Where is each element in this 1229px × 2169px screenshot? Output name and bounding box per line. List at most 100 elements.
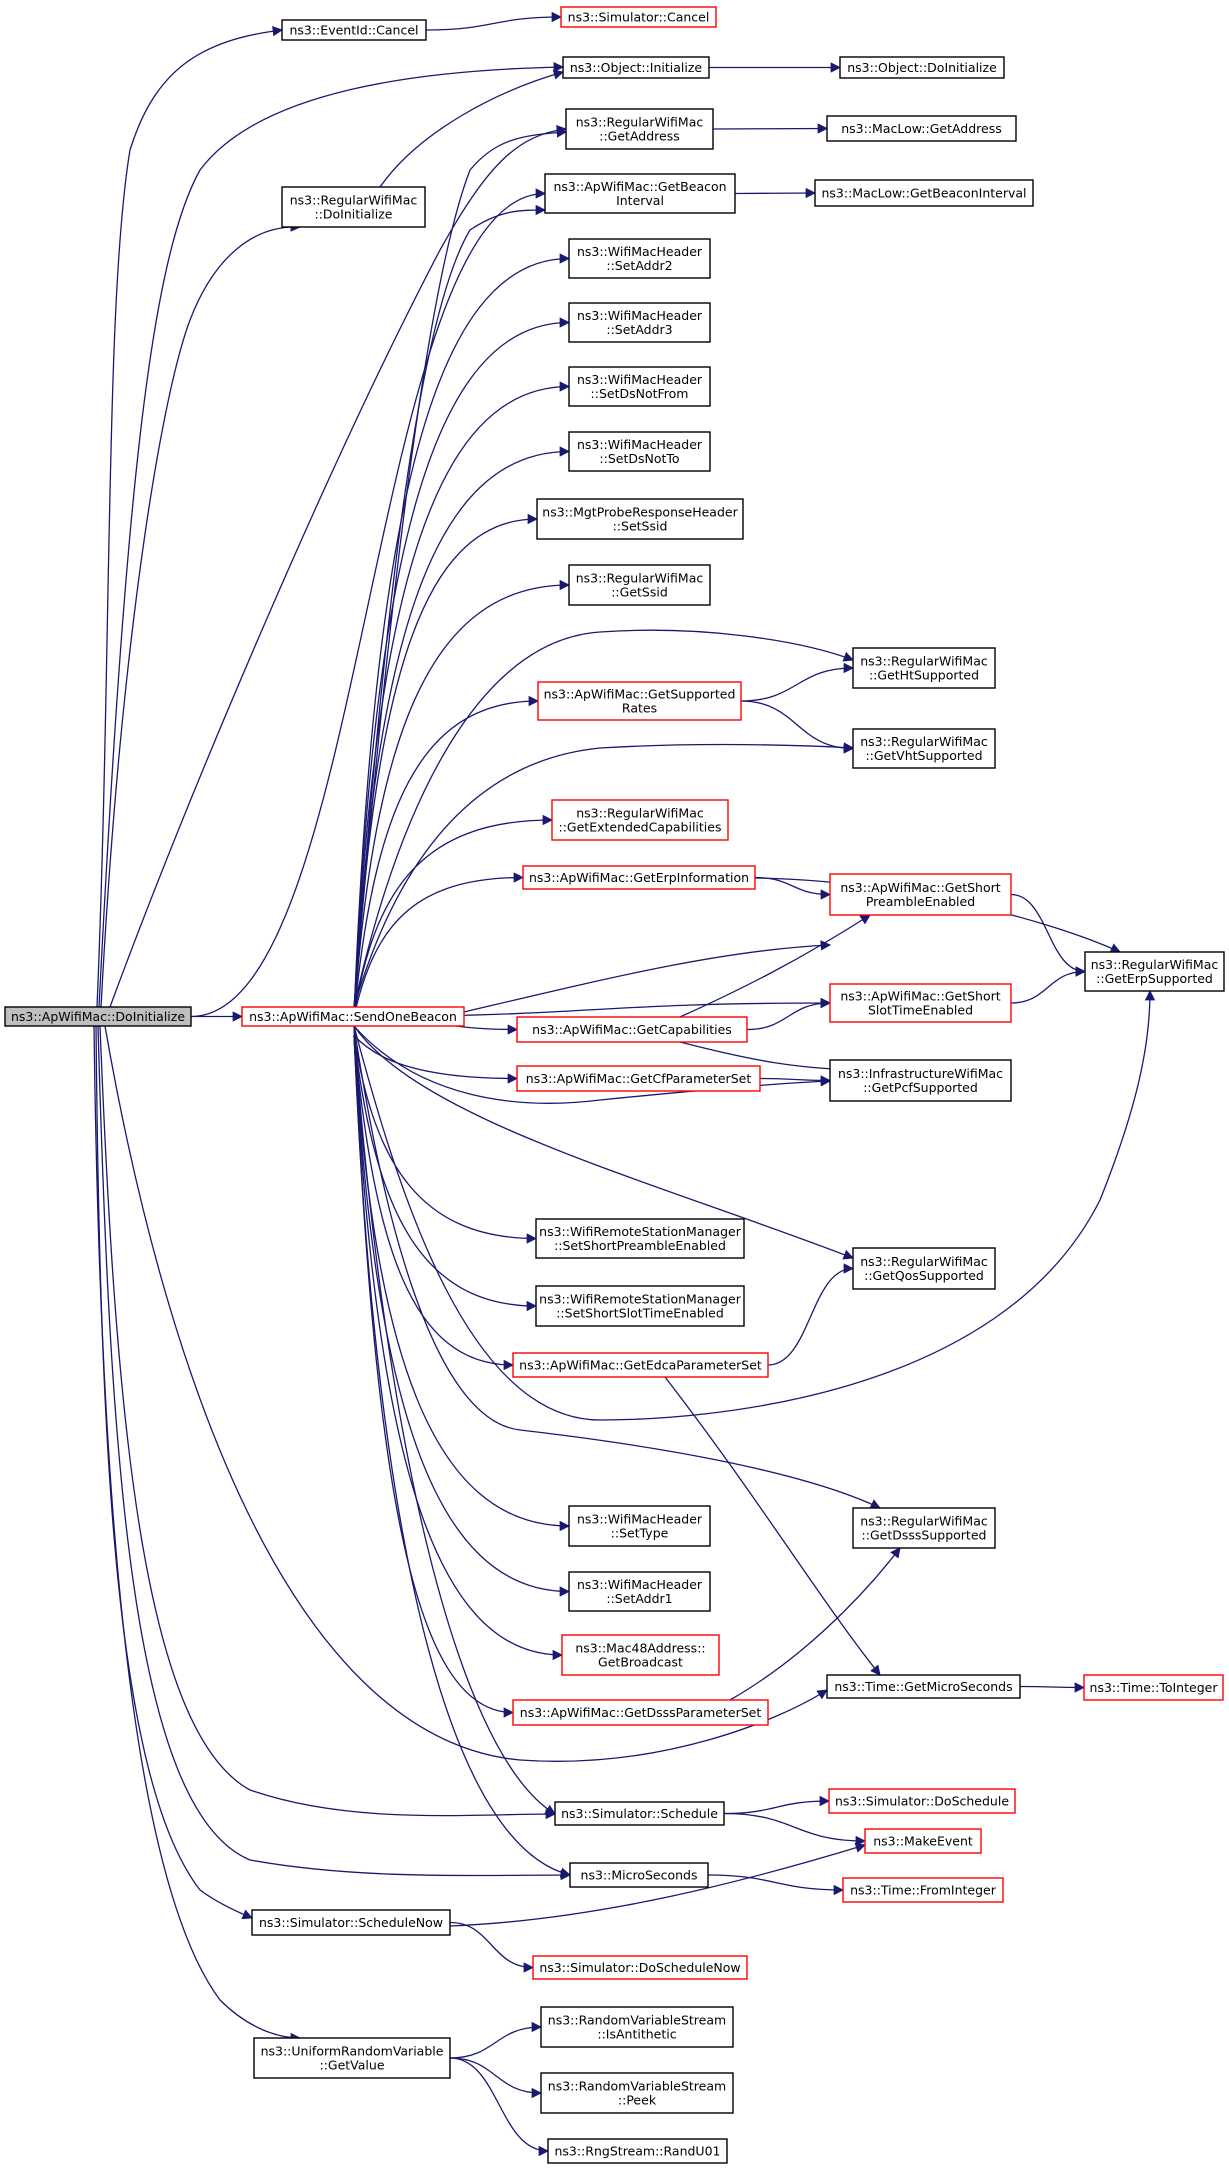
node-label: ::Peek: [618, 2093, 657, 2108]
function-node[interactable]: ns3::RegularWifiMac::GetSsid: [568, 564, 711, 606]
call-edge-n23-n18: [353, 742, 855, 1008]
function-node[interactable]: ns3::Simulator::Schedule: [554, 1801, 725, 1826]
function-node[interactable]: ns3::RegularWifiMac::GetAddress: [565, 108, 714, 150]
function-node[interactable]: ns3::WifiRemoteStationManager::SetShortS…: [535, 1285, 745, 1327]
function-node[interactable]: ns3::RegularWifiMac::GetQosSupported: [852, 1247, 996, 1290]
node-label: ::GetHtSupported: [869, 668, 979, 683]
call-edge-n23-n15: [353, 579, 571, 1017]
call-edge-n0-n1: [96, 25, 284, 1008]
call-edge-n23-n20: [353, 872, 525, 1017]
function-node[interactable]: ns3::WifiMacHeader::SetDsNotFrom: [568, 366, 711, 407]
function-node[interactable]: ns3::Object::Initialize: [562, 56, 710, 79]
function-node[interactable]: ns3::WifiMacHeader::SetDsNotTo: [568, 431, 711, 472]
node-label: ::SetSsid: [613, 519, 668, 534]
function-node[interactable]: ns3::Time::GetMicroSeconds: [826, 1674, 1021, 1699]
function-node[interactable]: ns3::WifiRemoteStationManager::SetShortP…: [535, 1218, 745, 1259]
call-edge-n39-n40: [723, 1795, 831, 1815]
function-node[interactable]: ns3::Object::DoInitialize: [839, 56, 1005, 79]
node-box: [551, 799, 729, 841]
node-label: ns3::ApWifiMac::GetDsssParameterSet: [520, 1705, 762, 1720]
function-node[interactable]: ns3::Time::FromInteger: [842, 1877, 1004, 1903]
call-edge-n0-n36: [104, 1025, 828, 1762]
call-edge-n23-n32: [353, 1035, 571, 1532]
function-node[interactable]: ns3::RegularWifiMac::GetExtendedCapabili…: [551, 799, 729, 841]
call-edges: [93, 11, 1156, 2157]
node-label: ns3::RegularWifiMac: [576, 571, 704, 586]
node-label: ns3::Simulator::DoSchedule: [835, 1794, 1009, 1809]
function-node[interactable]: ns3::ApWifiMac::GetBeaconInterval: [544, 173, 736, 214]
node-box: [826, 1674, 1021, 1699]
node-label: ns3::InfrastructureWifiMac: [838, 1066, 1003, 1081]
function-node[interactable]: ns3::MakeEvent: [864, 1828, 982, 1854]
function-node[interactable]: ns3::EventId::Cancel: [281, 19, 427, 41]
call-edge-n47-n46: [449, 2021, 543, 2059]
function-node[interactable]: ns3::WifiMacHeader::SetType: [568, 1505, 711, 1547]
node-label: ns3::ApWifiMac::GetBeacon: [553, 179, 726, 194]
function-node[interactable]: ns3::InfrastructureWifiMac::GetPcfSuppor…: [829, 1059, 1012, 1102]
node-label: GetBroadcast: [598, 1655, 683, 1670]
node-box: [540, 2072, 734, 2114]
node-box: [814, 179, 1034, 207]
function-node[interactable]: ns3::ApWifiMac::GetCapabilities: [516, 1016, 748, 1043]
call-edge-n0-n5: [100, 221, 302, 1008]
function-node[interactable]: ns3::ApWifiMac::GetErpInformation: [522, 865, 756, 890]
function-node[interactable]: ns3::MacLow::GetBeaconInterval: [814, 179, 1034, 207]
call-edge-n0-n3: [98, 61, 565, 1008]
function-node[interactable]: ns3::Mac48Address::GetBroadcast: [561, 1634, 720, 1676]
function-node[interactable]: ns3::WifiMacHeader::SetAddr2: [568, 238, 711, 279]
function-node[interactable]: ns3::Simulator::DoScheduleNow: [532, 1955, 748, 1980]
function-node[interactable]: ns3::ApWifiMac::GetCfParameterSet: [516, 1065, 761, 1092]
node-label: ns3::RegularWifiMac: [860, 654, 988, 669]
call-edge-n23-n31: [353, 1035, 515, 1371]
call-edge-n25-n22: [1010, 966, 1087, 1004]
function-node[interactable]: ns3::RandomVariableStream::Peek: [540, 2072, 734, 2114]
node-label: ::SetShortPreambleEnabled: [554, 1238, 726, 1253]
node-label: ns3::RegularWifiMac: [860, 1514, 988, 1529]
node-label: ns3::WifiMacHeader: [577, 1512, 703, 1527]
function-node[interactable]: ns3::Simulator::ScheduleNow: [251, 1909, 451, 1936]
node-box: [1083, 1674, 1224, 1701]
function-node[interactable]: ns3::RegularWifiMac::GetDsssSupported: [852, 1507, 996, 1549]
function-node[interactable]: ns3::MicroSeconds: [569, 1862, 709, 1888]
function-node[interactable]: ns3::RegularWifiMac::GetErpSupported: [1084, 951, 1225, 992]
node-box: [512, 1352, 769, 1378]
function-node[interactable]: ns3::RandomVariableStream::IsAntithetic: [540, 2006, 734, 2048]
function-node[interactable]: ns3::Time::ToInteger: [1083, 1674, 1224, 1701]
function-node[interactable]: ns3::ApWifiMac::DoInitialize: [4, 1006, 192, 1027]
node-box: [565, 108, 714, 150]
call-edge-n23-n27: [353, 1025, 832, 1104]
node-label: ::SetShortSlotTimeEnabled: [556, 1306, 724, 1321]
function-node[interactable]: ns3::WifiMacHeader::SetAddr3: [568, 302, 711, 343]
function-node[interactable]: ns3::ApWifiMac::GetEdcaParameterSet: [512, 1352, 769, 1378]
call-edge-n23-n35: [353, 1035, 564, 1661]
call-edge-n23-n22: [353, 989, 1156, 1421]
node-label: ns3::WifiMacHeader: [577, 308, 703, 323]
function-node[interactable]: ns3::RngStream::RandU01: [547, 2138, 728, 2164]
function-node[interactable]: ns3::MgtProbeResponseHeader::SetSsid: [536, 498, 744, 540]
function-node[interactable]: ns3::RegularWifiMac::DoInitialize: [281, 186, 426, 228]
node-box: [536, 498, 744, 540]
function-node[interactable]: ns3::RegularWifiMac::GetHtSupported: [852, 647, 996, 689]
function-node[interactable]: ns3::WifiMacHeader::SetAddr1: [568, 1571, 711, 1612]
node-label: ::SetAddr1: [606, 1591, 672, 1606]
function-node[interactable]: ns3::Simulator::Cancel: [560, 6, 717, 28]
function-node[interactable]: ns3::UniformRandomVariable::GetValue: [253, 2037, 451, 2079]
call-edge-n23-n13: [353, 446, 571, 1017]
node-box: [547, 2138, 728, 2164]
function-node[interactable]: ns3::ApWifiMac::GetDsssParameterSet: [512, 1699, 769, 1726]
node-label: ns3::ApWifiMac::DoInitialize: [11, 1009, 185, 1024]
call-edge-n44-n41: [449, 1842, 866, 1927]
function-node[interactable]: ns3::Simulator::DoSchedule: [828, 1788, 1016, 1814]
function-node[interactable]: ns3::MacLow::GetAddress: [826, 115, 1017, 142]
node-label: PreambleEnabled: [866, 894, 975, 909]
node-box: [4, 1006, 192, 1027]
node-label: ::GetErpSupported: [1096, 971, 1213, 986]
function-node[interactable]: ns3::RegularWifiMac::GetVhtSupported: [852, 728, 996, 769]
node-box: [829, 873, 1012, 916]
node-label: ns3::RegularWifiMac: [576, 115, 704, 130]
node-label: ns3::Object::DoInitialize: [847, 60, 997, 75]
function-node[interactable]: ns3::ApWifiMac::SendOneBeacon: [241, 1006, 465, 1027]
